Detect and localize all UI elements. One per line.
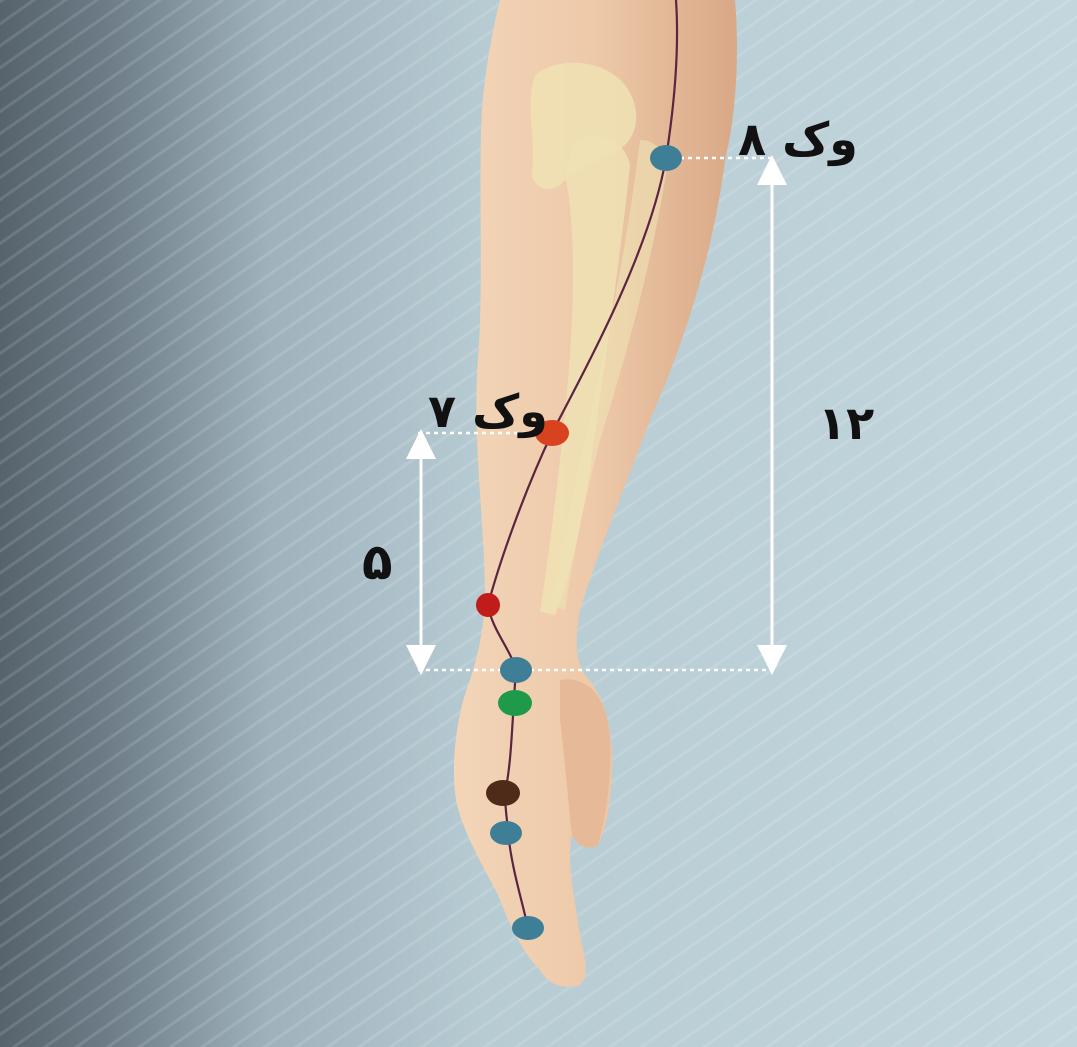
acupoint-wrist-blue: [500, 657, 532, 683]
acupoint-vk8: [650, 145, 682, 171]
measurement-label-12: ۱۲: [818, 400, 874, 446]
acupoint-green: [498, 690, 532, 716]
acupoint-finger-blue: [512, 916, 544, 940]
acupoint-red-small: [476, 593, 500, 617]
acupoint-brown: [486, 780, 520, 806]
acupoint-palm-blue: [490, 821, 522, 845]
point-label-vk7: وک ۷: [428, 388, 548, 434]
measurement-label-5: ۵: [362, 537, 393, 587]
point-label-vk8: وک ۸: [738, 116, 858, 162]
